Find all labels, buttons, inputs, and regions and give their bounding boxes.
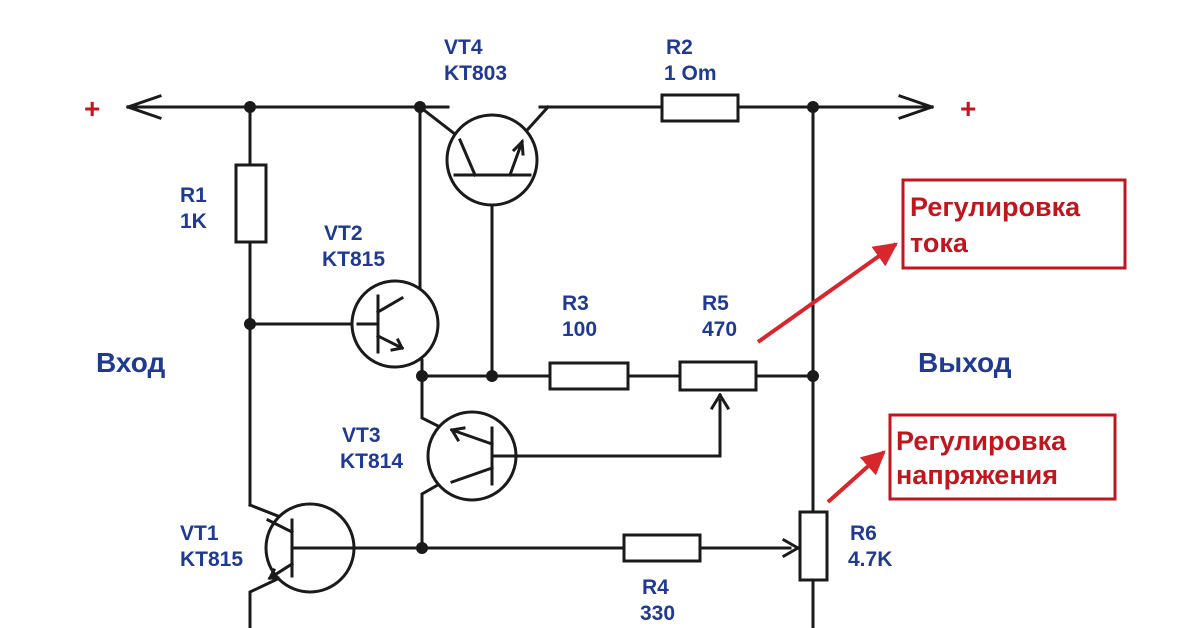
wire-vt4-collector [417,104,463,141]
vt3-value-label: KT814 [340,450,403,473]
right-plus-terminal: + [960,93,976,124]
r3-value-label: 100 [562,318,597,341]
arrow-to-voltage-callout [826,450,886,504]
wires [126,104,934,628]
vt3-ref-label: VT3 [342,424,381,447]
wire-vt3-base [513,398,722,458]
callout-voltage-adjust: Регулировка напряжения [888,413,1117,501]
vt4-ref-label: VT4 [444,36,483,59]
r5-value-label: 470 [702,318,737,341]
resistor-r3 [548,361,630,391]
resistor-r2 [660,93,740,123]
vt1-value-label: KT815 [180,548,243,571]
callout-voltage-line1: Регулировка [896,426,1067,456]
vt2-value-label: KT815 [322,248,385,271]
callout-current-line2: тока [910,228,969,258]
r4-value-label: 330 [640,602,675,625]
right-terminal-arrow [898,94,934,120]
r4-ref-label: R4 [642,576,669,599]
vt1-ref-label: VT1 [180,522,219,545]
left-terminal-arrow [126,94,162,120]
wire-vt2-collector [399,105,422,303]
input-label: Вход [96,347,165,378]
potentiometer-r5-wiper [709,392,731,411]
arrow-to-current-callout [756,242,898,344]
callout-voltage-line2: напряжения [896,460,1058,490]
junction-dots [244,101,819,554]
output-label: Выход [918,347,1012,378]
vt4-value-label: KT803 [444,62,507,85]
potentiometer-r6 [798,510,829,582]
potentiometer-r5 [678,360,758,392]
r3-ref-label: R3 [562,292,589,315]
r1-value-label: 1K [180,210,207,233]
r5-ref-label: R5 [702,292,729,315]
callout-current-line1: Регулировка [910,192,1081,222]
transistor-vt1 [264,502,356,594]
r1-ref-label: R1 [180,184,207,207]
transistor-vt2 [350,279,440,369]
potentiometer-r6-wiper [781,537,801,559]
resistor-r1 [234,163,268,244]
resistor-r4 [622,533,702,563]
wire-vt1-emitter [248,573,288,628]
r2-value-label: 1 Om [664,62,717,85]
vt2-ref-label: VT2 [324,222,363,245]
r2-ref-label: R2 [666,36,693,59]
r6-value-label: 4.7K [848,548,892,571]
callout-current-adjust: Регулировка тока [901,178,1127,270]
transistor-vt4 [445,113,539,207]
r6-ref-label: R6 [850,522,877,545]
transistor-vt3 [426,410,518,502]
left-plus-terminal: + [84,93,100,124]
